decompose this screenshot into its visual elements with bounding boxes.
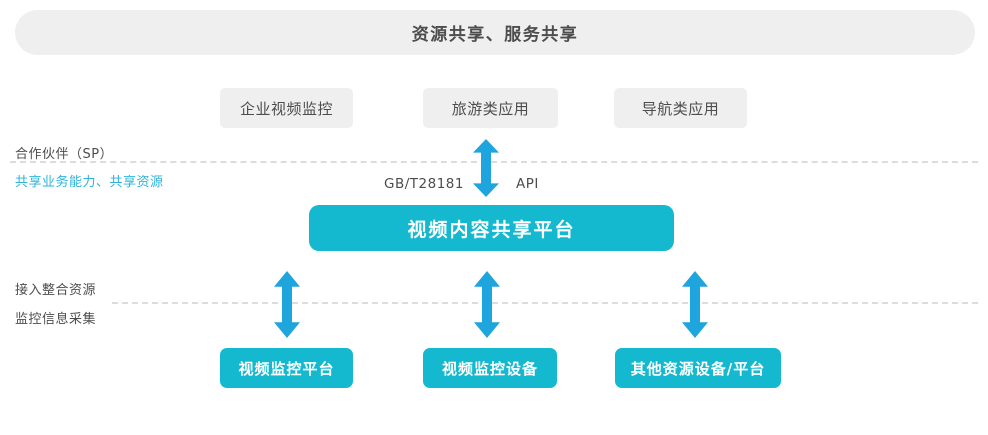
label-shared-capability: 共享业务能力、共享资源 — [15, 175, 164, 190]
app-box-label: 导航类应用 — [641, 99, 720, 118]
resource-box-other-resources: 其他资源设备/平台 — [615, 348, 781, 388]
diagram-title: 资源共享、服务共享 — [411, 25, 579, 45]
app-box-navigation: 导航类应用 — [614, 88, 747, 128]
app-box-enterprise-video: 企业视频监控 — [220, 88, 353, 128]
app-box-label: 旅游类应用 — [451, 99, 530, 118]
platform-box-video-content-sharing: 视频内容共享平台 — [309, 205, 674, 251]
label-partner-sp: 合作伙伴（SP） — [15, 147, 114, 162]
resource-box-label: 其他资源设备/平台 — [630, 359, 766, 378]
double-arrow-icon — [473, 139, 499, 197]
label-gbt28181: GB/T28181 — [384, 176, 464, 192]
resource-box-label: 视频监控设备 — [441, 359, 538, 378]
app-box-label: 企业视频监控 — [239, 99, 333, 118]
label-monitor-collection: 监控信息采集 — [15, 312, 97, 327]
label-access-resources: 接入整合资源 — [15, 283, 97, 298]
resource-box-label: 视频监控平台 — [238, 359, 335, 378]
label-api: API — [516, 176, 539, 192]
dashed-divider-bottom — [112, 302, 978, 304]
title-banner: 资源共享、服务共享 — [15, 10, 975, 55]
double-arrow-icon — [274, 271, 300, 338]
resource-box-video-monitor-device: 视频监控设备 — [423, 348, 557, 388]
resource-box-video-monitor-platform: 视频监控平台 — [220, 348, 353, 388]
app-box-tourism: 旅游类应用 — [423, 88, 558, 128]
double-arrow-icon — [682, 271, 708, 338]
platform-label: 视频内容共享平台 — [407, 218, 576, 241]
dashed-divider-top — [10, 161, 978, 163]
double-arrow-icon — [474, 271, 500, 338]
